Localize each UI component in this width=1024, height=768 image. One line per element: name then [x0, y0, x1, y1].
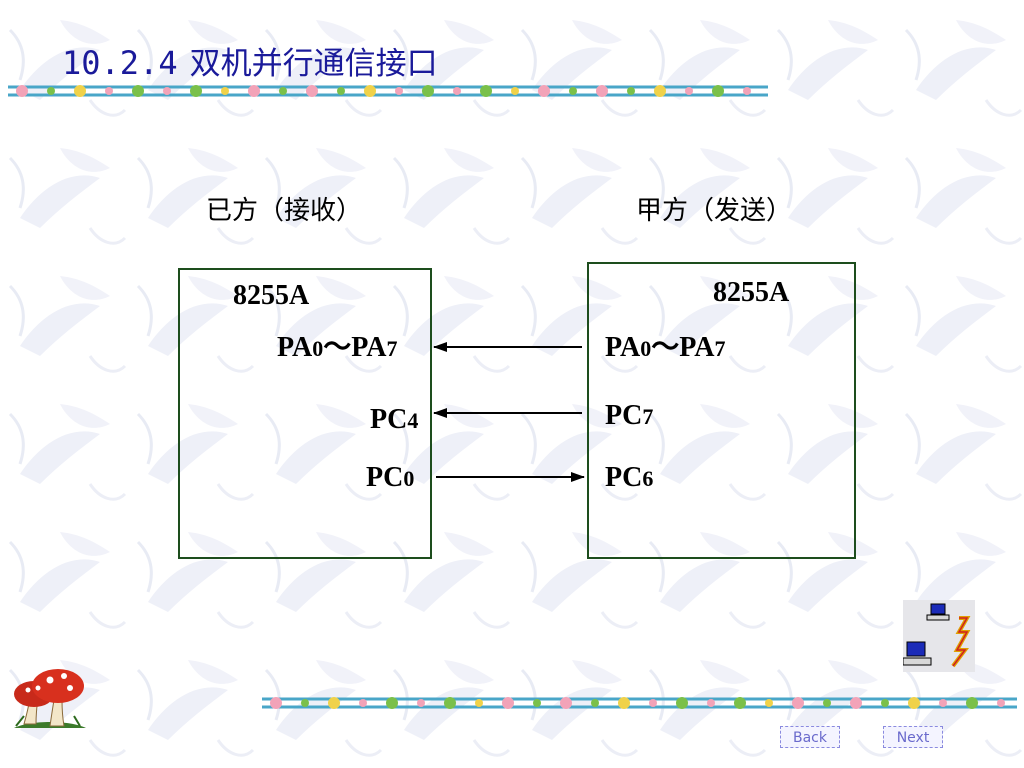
garland-flower — [596, 85, 608, 97]
receiver-8255a-box — [178, 268, 432, 559]
garland-flower — [618, 697, 630, 709]
garland-flower — [74, 85, 86, 97]
garland-flower — [908, 697, 920, 709]
sender-pc6-label: PC6 — [605, 462, 654, 493]
garland-flower — [422, 85, 434, 97]
garland-flower — [707, 699, 715, 707]
title-number: 10.2.4 — [62, 44, 178, 82]
flower-garland-top — [8, 85, 768, 97]
garland-flower — [712, 85, 724, 97]
garland-flower — [533, 699, 541, 707]
garland-flower — [765, 699, 773, 707]
garland-flower — [792, 697, 804, 709]
title-text: 双机并行通信接口 — [189, 46, 438, 82]
next-button[interactable]: Next — [883, 726, 943, 748]
garland-flower — [475, 699, 483, 707]
slide-title: 10.2.4 双机并行通信接口 — [62, 38, 438, 83]
network-computers-icon[interactable] — [903, 600, 975, 672]
sender-pc7-label: PC7 — [605, 400, 654, 431]
garland-flower — [301, 699, 309, 707]
garland-flower — [743, 87, 751, 95]
receiver-pc0-label: PC0 — [366, 462, 415, 493]
garland-flower — [364, 85, 376, 97]
garland-flower — [734, 697, 746, 709]
garland-flower — [997, 699, 1005, 707]
garland-flower — [47, 87, 55, 95]
garland-flower — [881, 699, 889, 707]
sender-8255a-box — [587, 262, 856, 559]
sender-pa-port-label: PA0～PA7 — [605, 332, 726, 363]
garland-flower — [190, 85, 202, 97]
garland-flower — [163, 87, 171, 95]
garland-flower — [538, 85, 550, 97]
garland-flower — [966, 697, 978, 709]
garland-flower — [306, 85, 318, 97]
garland-flower — [221, 87, 229, 95]
garland-flower — [337, 87, 345, 95]
garland-flower — [502, 697, 514, 709]
receiver-label: 已方（接收） — [206, 196, 363, 226]
garland-flower — [676, 697, 688, 709]
garland-flower — [132, 85, 144, 97]
receiver-chip-name: 8255A — [233, 280, 310, 311]
flower-garland-bottom — [262, 697, 1017, 709]
garland-flower — [480, 85, 492, 97]
garland-flower — [105, 87, 113, 95]
mushroom-icon — [14, 669, 86, 728]
garland-flower — [654, 85, 666, 97]
garland-flower — [569, 87, 577, 95]
garland-flower — [386, 697, 398, 709]
receiver-pc4-label: PC4 — [370, 404, 419, 435]
garland-flower — [649, 699, 657, 707]
garland-flower — [939, 699, 947, 707]
garland-flower — [417, 699, 425, 707]
receiver-pa-port-label: PA0～PA7 — [277, 332, 398, 363]
back-button[interactable]: Back — [780, 726, 840, 748]
sender-label: 甲方（发送） — [636, 196, 793, 226]
garland-flower — [16, 85, 28, 97]
garland-flower — [395, 87, 403, 95]
garland-flower — [270, 697, 282, 709]
garland-flower — [685, 87, 693, 95]
garland-flower — [511, 87, 519, 95]
garland-flower — [279, 87, 287, 95]
garland-flower — [359, 699, 367, 707]
garland-flower — [444, 697, 456, 709]
garland-flower — [627, 87, 635, 95]
garland-flower — [248, 85, 260, 97]
sender-chip-name: 8255A — [713, 277, 790, 308]
garland-flower — [560, 697, 572, 709]
garland-flower — [453, 87, 461, 95]
garland-flower — [591, 699, 599, 707]
garland-flower — [328, 697, 340, 709]
garland-flower — [823, 699, 831, 707]
garland-flower — [850, 697, 862, 709]
